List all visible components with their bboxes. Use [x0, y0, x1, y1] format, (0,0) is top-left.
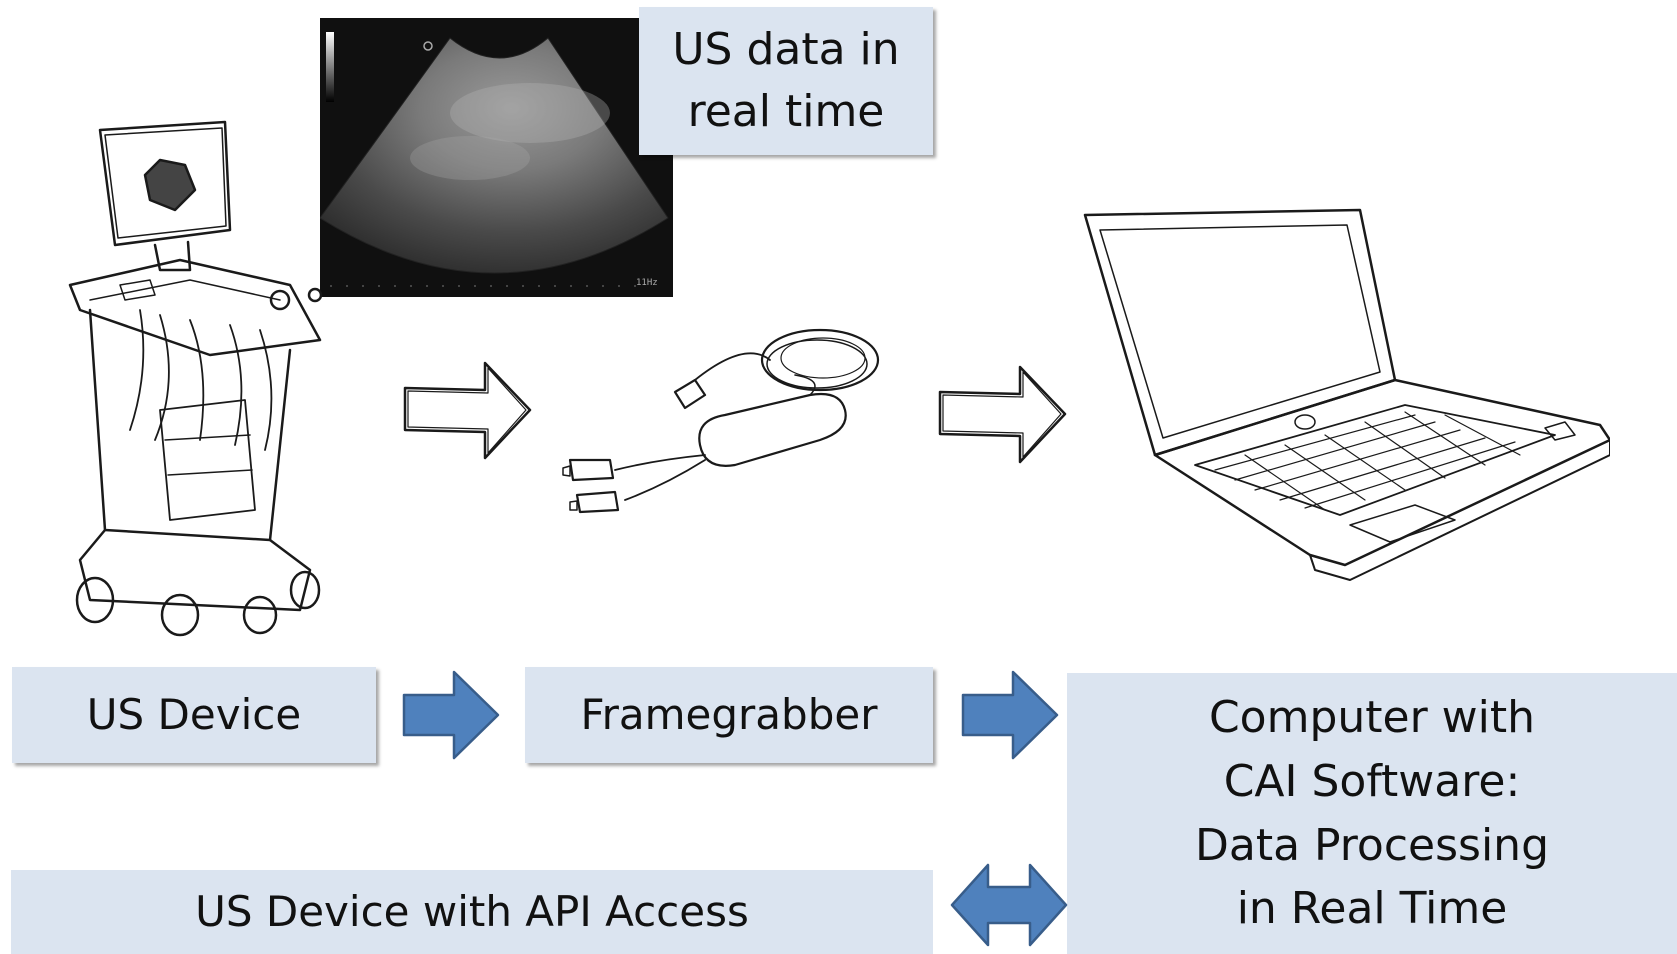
api-device-label: US Device with API Access — [195, 886, 749, 936]
us-device-box: US Device — [12, 667, 376, 763]
computer-label: Computer with CAI Software: Data Process… — [1195, 691, 1549, 935]
ultrasound-image: 11Hz — [320, 18, 673, 297]
computer-box: Computer with CAI Software: Data Process… — [1067, 673, 1677, 954]
right-arrow-icon — [961, 670, 1059, 760]
usb-framegrabber-icon — [555, 320, 895, 530]
double-arrow-icon — [950, 862, 1068, 948]
callout-label: US data in real time — [672, 24, 900, 137]
api-device-box: US Device with API Access — [11, 870, 933, 954]
outline-arrow-icon — [400, 358, 535, 463]
laptop-icon — [1075, 200, 1610, 595]
callout-us-data: US data in real time — [639, 7, 933, 155]
framegrabber-box: Framegrabber — [525, 667, 933, 763]
outline-arrow-icon — [935, 362, 1070, 467]
ultrasound-machine-icon — [60, 110, 330, 640]
ultrasound-scale-label: 11Hz — [636, 278, 658, 288]
framegrabber-label: Framegrabber — [580, 689, 878, 739]
us-device-label: US Device — [86, 689, 302, 739]
right-arrow-icon — [402, 670, 500, 760]
